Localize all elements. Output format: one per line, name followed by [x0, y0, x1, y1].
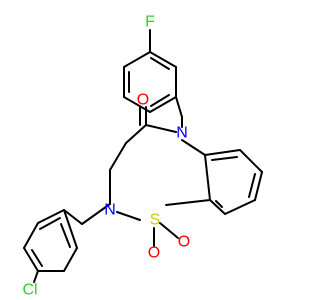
bond-benzyl-ch2-top: [175, 96, 183, 118]
atom-O-sulfonyl-a-label: O: [178, 234, 190, 251]
bond-ch2-ring: [63, 209, 83, 225]
chlorophenyl-ring: [23, 209, 78, 272]
thiadiazepine-ring: [109, 124, 211, 221]
molecule-structure-diagram: F O N N S O O Cl: [22, 14, 263, 299]
atom-S-label: S: [150, 212, 161, 229]
atom-O-sulfonyl-b-label: O: [148, 245, 160, 262]
atom-N5-label: N: [176, 125, 188, 142]
atom-F-label: F: [145, 14, 155, 31]
atom-O-carbonyl-label: O: [137, 92, 149, 109]
bond-ring-to-Cl: [33, 270, 39, 283]
bond-N2-ch2: [81, 203, 111, 225]
benzo-ring: [204, 149, 263, 215]
atom-Cl-label: Cl: [22, 282, 37, 299]
atom-N2-label: N: [104, 202, 116, 219]
bond-S-O1a: [159, 222, 179, 239]
fluorophenyl-ring: [123, 51, 177, 113]
